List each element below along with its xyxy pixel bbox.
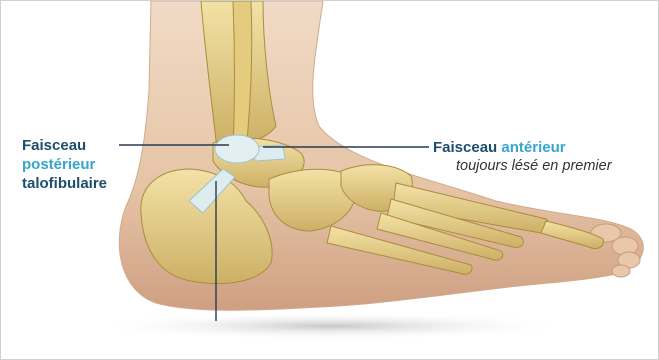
anterior-label-word2: antérieur	[501, 139, 565, 156]
posterior-label-line2: postérieur	[22, 155, 95, 174]
anterior-note: toujours lésé en premier	[456, 157, 612, 176]
anterior-label: Faisceau antérieur	[433, 138, 566, 157]
posterior-label-line3: talofibulaire	[22, 174, 107, 193]
ground-shadow	[91, 312, 571, 340]
lateral-malleolus-highlight	[215, 135, 259, 163]
anterior-label-word1: Faisceau	[433, 139, 497, 156]
posterior-label-line1: Faisceau	[22, 136, 86, 155]
